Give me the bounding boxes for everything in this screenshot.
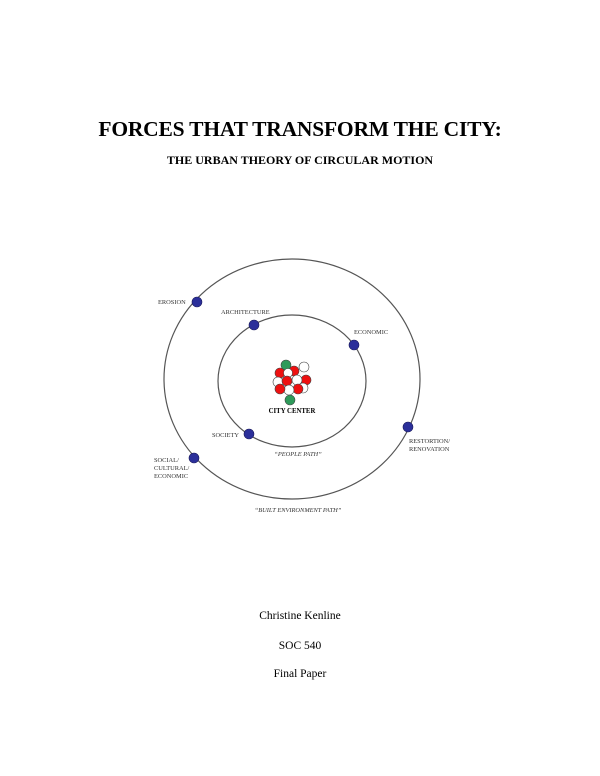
erosion-node [191,296,203,308]
social-cultural-economic-node [188,452,200,464]
built-environment-path-label: “BUILT ENVIRONMENT PATH” [255,507,342,514]
restoration-renovation-node [402,421,414,433]
society-node [243,428,255,440]
inner-orbit-people-path [217,314,367,448]
erosion-label: EROSION [158,299,186,306]
people-path-label: “PEOPLE PATH” [274,451,322,458]
author-name: Christine Kenline [259,610,341,622]
course-code: SOC 540 [278,640,322,652]
city-center-cluster [272,359,312,406]
economic-node [348,339,360,351]
document-title: FORCES THAT TRANSFORM THE CITY: [98,117,502,141]
outer-orbit-built-environment-path [163,258,421,500]
restoration-label-line1: RESTORTION/ [409,438,450,445]
economic-label: ECONOMIC [354,329,388,336]
architecture-node [248,319,260,331]
document-subtitle: THE URBAN THEORY OF CIRCULAR MOTION [166,153,434,167]
document-type: Final Paper [273,668,327,680]
social-label-line1: SOCIAL/ [154,457,179,464]
restoration-label-line2: RENOVATION [409,446,450,453]
city-center-label: CITY CENTER [269,408,316,415]
social-label-line3: ECONOMIC [154,473,188,480]
society-label: SOCIETY [212,432,239,439]
social-label-line2: CULTURAL/ [154,465,189,472]
architecture-label: ARCHITECTURE [221,309,270,316]
